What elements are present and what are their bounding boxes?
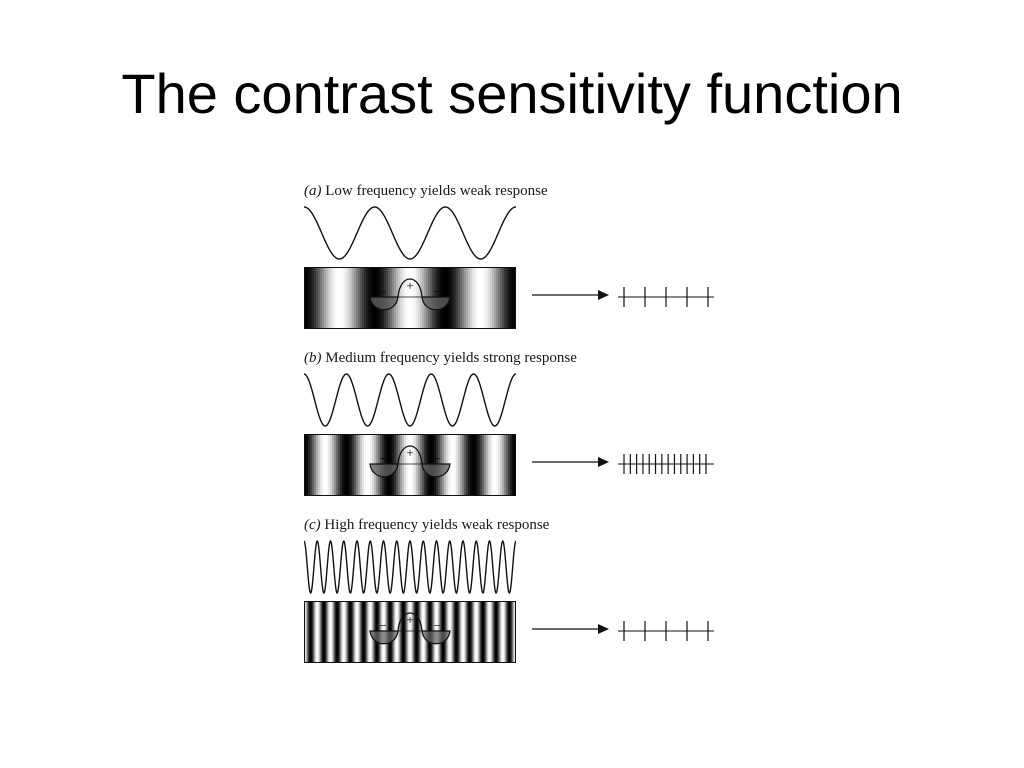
sine-wave	[304, 203, 516, 263]
panel-tag: (a)	[304, 183, 322, 199]
panel-tag: (b)	[304, 350, 322, 366]
panel-caption: (a) Low frequency yields weak response	[304, 183, 548, 200]
arrow-right-icon	[532, 621, 612, 637]
panel-low-frequency: (a) Low frequency yields weak response +…	[290, 175, 740, 335]
rf-minus-label-right: −	[433, 284, 440, 299]
rf-minus-label-left: −	[379, 284, 386, 299]
panel-tag: (c)	[304, 517, 321, 533]
arrow-head	[598, 290, 609, 300]
panel-caption-text: Medium frequency yields strong response	[325, 350, 577, 366]
panel-high-frequency: (c) High frequency yields weak response …	[290, 509, 740, 669]
rf-minus-label-right: −	[433, 451, 440, 466]
rf-plus-label: +	[406, 445, 413, 460]
csf-figure: (a) Low frequency yields weak response +…	[290, 175, 740, 675]
rf-minus-label-left: −	[379, 451, 386, 466]
spike-train	[618, 285, 718, 309]
sine-wave	[304, 370, 516, 430]
receptive-field-profile: + − −	[304, 601, 516, 663]
rf-minus-label-left: −	[379, 618, 386, 633]
arrow-head	[598, 457, 609, 467]
spike-train	[618, 452, 718, 476]
rf-plus-label: +	[406, 612, 413, 627]
receptive-field-profile: + − −	[304, 434, 516, 496]
rf-minus-label-right: −	[433, 618, 440, 633]
panel-caption: (b) Medium frequency yields strong respo…	[304, 350, 577, 367]
sine-wave	[304, 537, 516, 597]
arrow-right-icon	[532, 287, 612, 303]
panel-caption-text: Low frequency yields weak response	[325, 183, 547, 199]
panel-medium-frequency: (b) Medium frequency yields strong respo…	[290, 342, 740, 502]
sine-curve	[304, 207, 516, 259]
arrow-right-icon	[532, 454, 612, 470]
spike-train	[618, 619, 718, 643]
rf-plus-label: +	[406, 278, 413, 293]
slide-title: The contrast sensitivity function	[0, 62, 1024, 126]
panel-caption-text: High frequency yields weak response	[324, 517, 549, 533]
arrow-head	[598, 624, 609, 634]
panel-caption: (c) High frequency yields weak response	[304, 517, 549, 534]
sine-curve	[304, 541, 516, 593]
sine-curve	[304, 374, 516, 426]
receptive-field-profile: + − −	[304, 267, 516, 329]
